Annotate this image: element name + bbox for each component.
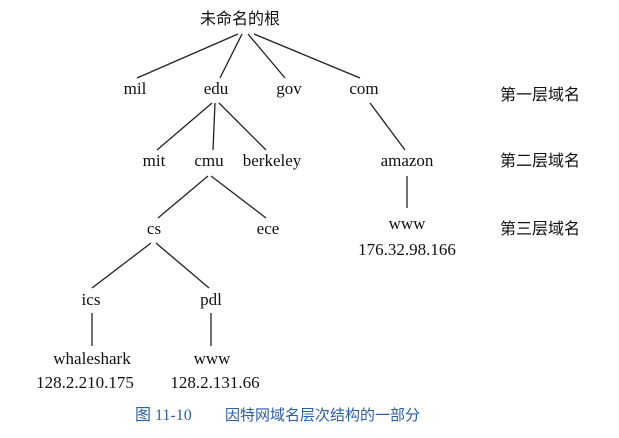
node-www-amazon: www bbox=[389, 214, 427, 233]
edge-edu-mit bbox=[156, 102, 213, 151]
node-pdl: pdl bbox=[200, 290, 222, 309]
level-label-third: 第三层域名 bbox=[500, 219, 580, 238]
node-whaleshark: whaleshark bbox=[53, 349, 131, 368]
tree-edges bbox=[91, 33, 408, 346]
edge-root-gov bbox=[247, 33, 286, 79]
edge-cmu-ece bbox=[210, 175, 267, 219]
edge-cs-ics bbox=[91, 242, 152, 289]
node-cs: cs bbox=[147, 219, 161, 238]
node-edu: edu bbox=[204, 79, 229, 98]
node-www-pdl: www bbox=[194, 349, 232, 368]
node-mil: mil bbox=[124, 79, 147, 98]
edge-root-com bbox=[253, 33, 361, 79]
edge-cmu-cs bbox=[157, 175, 209, 219]
node-ics: ics bbox=[82, 290, 101, 309]
edge-edu-berkeley bbox=[218, 102, 267, 151]
ip-www-amazon: 176.32.98.166 bbox=[358, 240, 456, 259]
figure-caption-text: 因特网域名层次结构的一部分 bbox=[225, 406, 420, 424]
root-node: 未命名的根 bbox=[200, 9, 280, 28]
node-mit: mit bbox=[143, 151, 166, 170]
edge-root-mil bbox=[136, 33, 239, 79]
node-ece: ece bbox=[257, 219, 280, 238]
node-amazon: amazon bbox=[381, 151, 434, 170]
figure-caption: 图 11-10 因特网域名层次结构的一部分 bbox=[135, 406, 420, 424]
edge-com-amazon bbox=[369, 102, 406, 151]
tree-nodes: 未命名的根 mil edu gov com mit cmu berkeley a… bbox=[36, 9, 456, 392]
edge-root-edu bbox=[219, 33, 243, 79]
node-com: com bbox=[349, 79, 378, 98]
edge-edu-cmu bbox=[212, 102, 216, 151]
level-label-second: 第二层域名 bbox=[500, 151, 580, 170]
edge-cs-pdl bbox=[155, 242, 210, 289]
node-cmu: cmu bbox=[194, 151, 224, 170]
node-gov: gov bbox=[276, 79, 302, 98]
ip-www-pdl: 128.2.131.66 bbox=[170, 373, 259, 392]
node-berkeley: berkeley bbox=[243, 151, 302, 170]
level-labels: 第一层域名 第二层域名 第三层域名 bbox=[500, 85, 580, 238]
ip-whaleshark: 128.2.210.175 bbox=[36, 373, 134, 392]
level-label-first: 第一层域名 bbox=[500, 85, 580, 104]
figure-number: 图 11-10 bbox=[135, 407, 192, 424]
